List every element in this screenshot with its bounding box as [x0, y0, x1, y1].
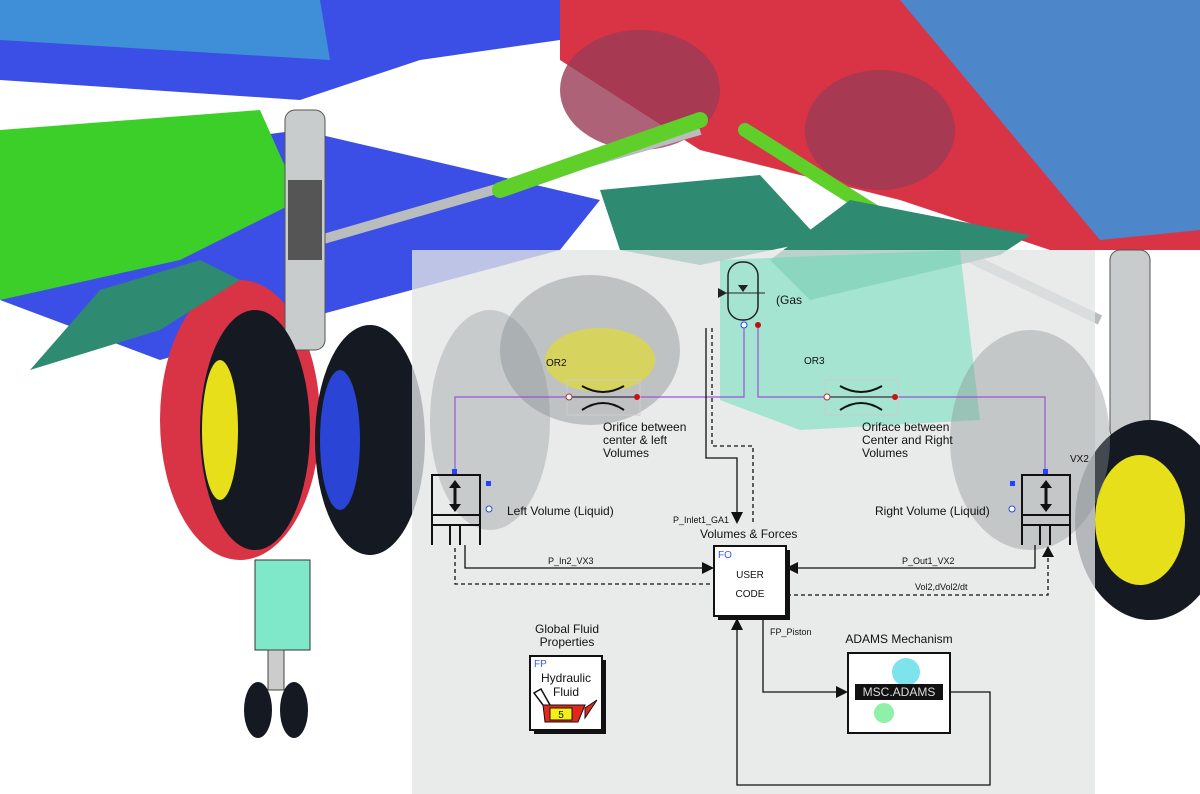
arrow-head — [731, 512, 743, 524]
orifice-or2-caption-1: Orifice between — [603, 420, 686, 434]
green-panel — [0, 110, 300, 300]
right-volume-label: Right Volume (Liquid) — [875, 504, 990, 518]
arrow-head — [731, 618, 743, 630]
nose-strut — [267, 649, 285, 691]
signal-right-out-label: P_Out1_VX2 — [902, 556, 955, 566]
signal-left-in-label: P_In2_VX3 — [548, 556, 594, 566]
signal-wires — [454, 328, 1049, 786]
orifice-or3-caption-3: Volumes — [862, 446, 908, 460]
wing-top-cyan — [0, 0, 330, 60]
fluid-line2: Fluid — [553, 685, 579, 699]
gas-accumulator[interactable] — [718, 261, 765, 329]
orifice-or2-id: OR2 — [546, 358, 567, 369]
user-code-line2: CODE — [736, 589, 765, 600]
adams-logo-text: MSC.ADAMS — [863, 685, 936, 699]
accumulator-label: (Gas — [776, 293, 802, 307]
orifice-or3[interactable] — [823, 379, 899, 416]
signal-inlet-label: P_Inlet1_GA1 — [673, 515, 729, 525]
nose-gear-box — [254, 559, 311, 651]
arrow-head — [786, 562, 798, 574]
user-code-line1: USER — [736, 570, 764, 581]
orifice-or3-id: OR3 — [804, 356, 825, 367]
hub-left-outer — [202, 360, 238, 500]
fluid-number: 5 — [558, 710, 564, 721]
user-code-block[interactable] — [713, 545, 790, 620]
orifice-or2-caption-2: center & left — [603, 433, 668, 447]
user-code-title: Volumes & Forces — [700, 527, 797, 541]
strut-cylinder — [288, 180, 322, 260]
left-volume-label: Left Volume (Liquid) — [507, 504, 614, 518]
orifice-or3-caption-2: Center and Right — [862, 433, 953, 447]
wing-right — [900, 0, 1200, 240]
orifice-or2-caption-3: Volumes — [603, 446, 649, 460]
gear-icon — [892, 658, 920, 686]
orifice-or2[interactable] — [565, 379, 641, 416]
left-volume-block[interactable] — [431, 469, 493, 545]
ghost-hub — [545, 328, 655, 392]
actuator-right — [738, 123, 887, 222]
hub-right — [1095, 455, 1185, 585]
arrow-head — [836, 686, 848, 698]
signal-right-vol-label: Vol2,dVol2/dt — [915, 582, 968, 592]
gear-icon — [874, 703, 894, 723]
actuator-left — [492, 112, 708, 198]
gear-door-center — [600, 175, 820, 265]
fluid-tag: FP — [534, 659, 547, 670]
fluid-title-1: Global Fluid — [535, 622, 599, 636]
ghost-door — [720, 250, 980, 430]
ghost-tire — [430, 310, 550, 530]
orifice-or3-caption-1: Oriface between — [862, 420, 949, 434]
right-volume-block[interactable] — [1008, 469, 1071, 545]
fluid-line1: Hydraulic — [541, 671, 591, 685]
fluid-title-2: Properties — [540, 635, 595, 649]
right-volume-id: VX2 — [1070, 454, 1089, 465]
hub-left-inner — [320, 370, 360, 510]
arrow-head — [702, 562, 714, 574]
gear-door-left — [30, 260, 240, 370]
adams-title: ADAMS Mechanism — [845, 632, 952, 646]
adams-mechanism-block[interactable] — [847, 652, 951, 734]
nose-tire — [244, 682, 272, 738]
arrow-head — [1042, 546, 1054, 557]
user-code-tag: FO — [718, 550, 732, 561]
rear-tire — [805, 70, 955, 190]
hydraulic-fluid-block[interactable] — [529, 655, 606, 734]
signal-piston-label: FP_Piston — [770, 627, 812, 637]
nose-tire — [280, 682, 308, 738]
